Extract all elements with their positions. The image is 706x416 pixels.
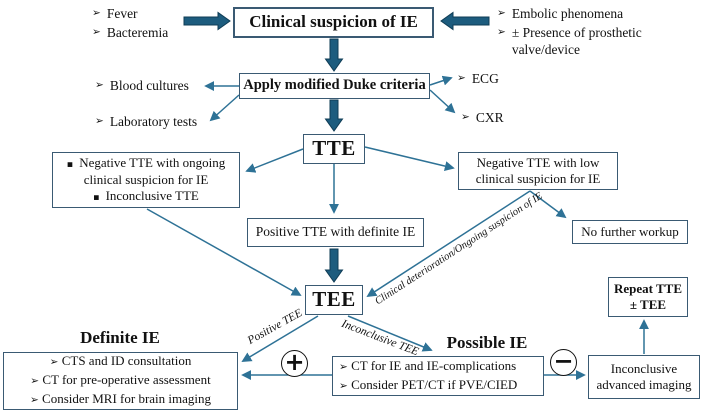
arrow-bullet-icon: ➢ bbox=[457, 72, 466, 84]
box-item-label: Consider PET/CT if PVE/CIED bbox=[351, 376, 518, 392]
thick-arrow-clinical-to-duke bbox=[324, 38, 344, 72]
list-item-label: Fever bbox=[106, 6, 138, 21]
plus-glyph: + bbox=[284, 348, 305, 376]
tee-box: TEE bbox=[305, 285, 363, 315]
box-item: ➢ CT for pre-operative assessment bbox=[30, 372, 210, 390]
negative-tte-low-box: Negative TTE with low clinical suspicion… bbox=[458, 152, 618, 190]
tte-label: TTE bbox=[312, 136, 356, 161]
possible-ie-heading: Possible IE bbox=[446, 333, 528, 352]
duke-criteria-label: Apply modified Duke criteria bbox=[243, 77, 426, 94]
arrow-bullet-icon: ➢ bbox=[30, 375, 40, 388]
list-item-label: Bacteremia bbox=[106, 24, 169, 40]
square-bullet-icon: ▪ bbox=[93, 192, 100, 204]
thick-arrow-fever-to-clinical bbox=[183, 11, 231, 31]
box-item-label: CTS and ID consultation bbox=[61, 353, 192, 369]
edge-neglow-no-workup bbox=[529, 190, 567, 219]
tee-label: TEE bbox=[312, 287, 356, 312]
ecg-label: ECG bbox=[471, 71, 499, 86]
inconclusive-imaging-box: Inconclusive advanced imaging bbox=[588, 355, 700, 399]
negative-tte-ongoing-box: ▪ Negative TTE with ongoing clinical susp… bbox=[52, 152, 240, 208]
positive-tte-label: Positive TTE with definite IE bbox=[255, 224, 416, 240]
thick-arrow-duke-to-tte bbox=[324, 99, 344, 132]
box-item: ➢ Consider PET/CT if PVE/CIED bbox=[339, 377, 517, 395]
list-item-label: ± Presence of prosthetic valve/device bbox=[511, 24, 642, 57]
laboratory-tests-label: Laboratory tests bbox=[109, 114, 198, 129]
edge-tte-neg-low bbox=[364, 146, 455, 171]
box-item: ▪ Inconclusive TTE bbox=[93, 188, 199, 205]
edge-duke-ecg bbox=[429, 75, 453, 86]
arrow-bullet-icon: ➢ bbox=[339, 379, 348, 392]
thick-arrow-embolic-to-clinical bbox=[440, 11, 490, 31]
embolic-list: ➢ Embolic phenomena ➢ ± Presence of pros… bbox=[497, 6, 675, 59]
box-item-label: CT for IE and IE-complications bbox=[351, 357, 517, 373]
blood-cultures-label: Blood cultures bbox=[109, 78, 189, 93]
edge-duke-laboratory-tests bbox=[209, 94, 240, 122]
tte-box: TTE bbox=[303, 134, 365, 164]
box-item: ➢ CTS and ID consultation bbox=[50, 353, 192, 371]
laboratory-tests-item: ➢ Laboratory tests bbox=[95, 114, 197, 131]
list-item: ➢ ± Presence of prosthetic valve/device bbox=[497, 25, 675, 59]
inconclusive-line2: advanced imaging bbox=[596, 377, 692, 392]
edge-tee-possible bbox=[347, 315, 433, 352]
edge-negongoing-tee bbox=[146, 208, 302, 296]
no-further-workup-label: No further workup bbox=[581, 224, 679, 240]
box-item-label: Inconclusive TTE bbox=[105, 188, 199, 204]
repeat-tte-tee-box: Repeat TTE ± TEE bbox=[608, 277, 688, 317]
list-item-label: Embolic phenomena bbox=[511, 6, 624, 21]
arrow-bullet-icon: ➢ bbox=[92, 7, 101, 19]
arrow-bullet-icon: ➢ bbox=[497, 25, 506, 38]
plus-icon: + bbox=[281, 348, 308, 377]
blood-cultures-item: ➢ Blood cultures bbox=[95, 78, 189, 95]
arrow-bullet-icon: ➢ bbox=[92, 25, 101, 38]
edge-tee-definite bbox=[241, 315, 319, 362]
arrow-bullet-icon: ➢ bbox=[95, 79, 104, 91]
box-item: ➢ Consider MRI for brain imaging bbox=[30, 391, 211, 409]
square-bullet-icon: ▪ bbox=[66, 158, 74, 170]
box-item: ▪ Negative TTE with ongoing clinical susp… bbox=[57, 155, 235, 188]
possible-ie-box: ➢ CT for IE and IE-complications ➢ Consi… bbox=[332, 356, 544, 396]
list-item: ➢ Embolic phenomena bbox=[497, 6, 675, 23]
no-further-workup-box: No further workup bbox=[572, 220, 688, 244]
cxr-item: ➢ CXR bbox=[461, 110, 504, 127]
ecg-item: ➢ ECG bbox=[457, 71, 499, 88]
box-item-label: Consider MRI for brain imaging bbox=[42, 390, 212, 406]
box-item: ➢ CT for IE and IE-complications bbox=[339, 358, 516, 376]
definite-ie-box: ➢ CTS and ID consultation ➢ CT for pre-o… bbox=[3, 352, 238, 410]
arrow-bullet-icon: ➢ bbox=[339, 360, 348, 373]
clinical-suspicion-label: Clinical suspicion of IE bbox=[249, 12, 418, 32]
minus-icon: − bbox=[550, 347, 577, 376]
edge-duke-cxr bbox=[429, 89, 456, 114]
cxr-label: CXR bbox=[475, 110, 504, 125]
fever-bacteremia-list: ➢ Fever ➢ Bacteremia bbox=[92, 6, 168, 42]
definite-ie-heading: Definite IE bbox=[80, 328, 160, 347]
arrow-bullet-icon: ➢ bbox=[29, 393, 39, 406]
thick-arrow-postte-to-tee bbox=[324, 248, 344, 283]
repeat-tte-line2: ± TEE bbox=[629, 297, 667, 312]
duke-criteria-box: Apply modified Duke criteria bbox=[239, 73, 430, 99]
arrow-bullet-icon: ➢ bbox=[49, 356, 59, 369]
positive-tte-box: Positive TTE with definite IE bbox=[247, 218, 424, 247]
clinical-suspicion-box: Clinical suspicion of IE bbox=[233, 7, 434, 38]
box-item-label: Negative TTE with ongoing clinical suspi… bbox=[79, 154, 226, 187]
arrow-bullet-icon: ➢ bbox=[461, 111, 470, 123]
inconclusive-line1: Inconclusive bbox=[610, 361, 678, 377]
list-item: ➢ Fever bbox=[92, 6, 168, 23]
list-item: ➢ Bacteremia bbox=[92, 25, 168, 42]
edge-neglow-tee bbox=[366, 190, 531, 298]
edge-tte-neg-ongoing bbox=[245, 148, 304, 173]
negative-tte-low-label: Negative TTE with low clinical suspicion… bbox=[475, 155, 601, 186]
box-item-label: CT for pre-operative assessment bbox=[42, 372, 211, 388]
repeat-tte-line1: Repeat TTE bbox=[613, 281, 682, 297]
minus-glyph: − bbox=[553, 347, 574, 375]
arrow-bullet-icon: ➢ bbox=[95, 115, 104, 127]
arrow-bullet-icon: ➢ bbox=[497, 7, 506, 19]
